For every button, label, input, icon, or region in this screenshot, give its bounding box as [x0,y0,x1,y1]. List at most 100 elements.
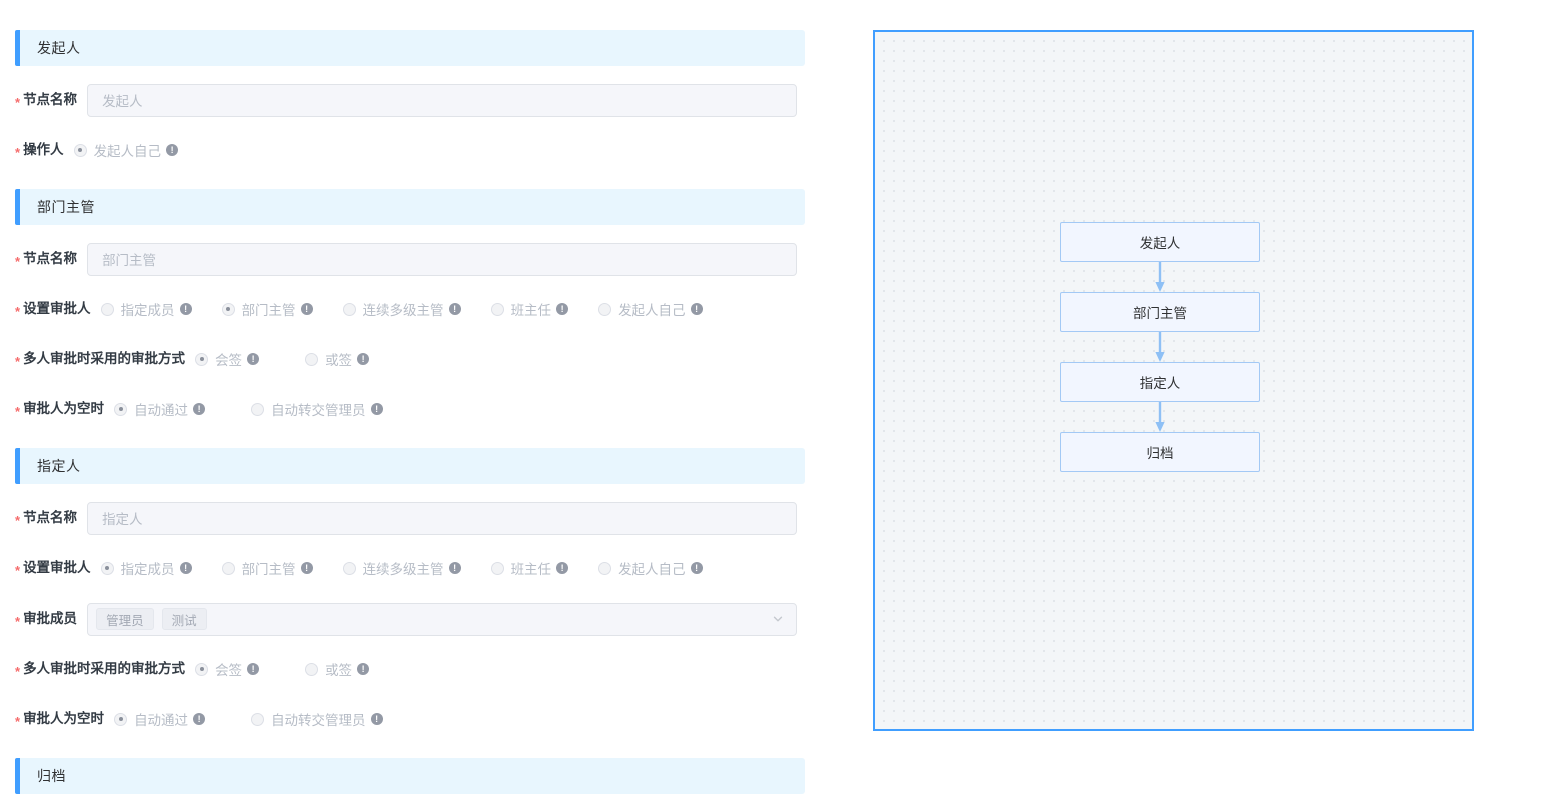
radio-dot[interactable] [598,302,612,316]
radio-dot[interactable] [342,561,356,575]
radio-dot[interactable] [100,302,114,316]
radio-option[interactable]: 班主任! [490,558,569,578]
info-icon[interactable]: ! [300,562,313,574]
radio-option[interactable]: 会签! [195,659,260,679]
radio-dot[interactable] [195,662,209,676]
radio-dot[interactable] [195,352,209,366]
field-label-text: 多人审批时采用的审批方式 [23,661,186,677]
radio-dot[interactable] [598,561,612,575]
flow-node-发起人[interactable]: 发起人 [1060,222,1260,262]
radio-option[interactable]: 发起人自己! [598,299,703,319]
section-accent-bar [15,30,20,66]
section-accent-bar [15,448,20,484]
text-input-发起人[interactable]: 发起人 [87,83,798,117]
radio-option[interactable]: 自动转交管理员! [251,709,383,729]
flow-node-label: 发起人 [1139,236,1181,251]
radio-option-label: 自动转交管理员 [271,713,366,728]
text-input-部门主管[interactable]: 部门主管 [87,242,798,276]
section-title: 部门主管 [37,199,95,215]
workflow-canvas[interactable]: 发起人部门主管指定人归档 [873,30,1474,731]
field-label: *审批人为空时 [15,402,104,419]
radio-dot[interactable] [114,402,128,416]
radio-option-label: 发起人自己 [618,303,686,318]
radio-group: 指定成员! 部门主管! 连续多级主管! 班主任! 发起人自己! [100,299,703,319]
section-title: 发起人 [37,40,81,56]
radio-option[interactable]: 会签! [195,349,260,369]
info-icon[interactable]: ! [370,403,383,415]
info-icon[interactable]: ! [193,713,206,725]
info-icon[interactable]: ! [690,562,703,574]
info-icon[interactable]: ! [357,663,370,675]
field-label-text: 节点名称 [23,510,78,526]
radio-dot[interactable] [251,402,265,416]
field-label-text: 节点名称 [23,251,78,267]
radio-option[interactable]: 部门主管! [221,558,313,578]
radio-option-label: 或签 [325,663,353,678]
info-icon[interactable]: ! [179,303,192,315]
radio-option[interactable]: 发起人自己! [598,558,703,578]
info-icon[interactable]: ! [247,663,260,675]
radio-option[interactable]: 连续多级主管! [342,299,461,319]
field-label: *节点名称 [15,251,78,269]
radio-option[interactable]: 或签! [305,659,370,679]
radio-group: 发起人自己! [73,140,179,160]
radio-option[interactable]: 指定成员! [100,558,192,578]
section-header-department-manager: 部门主管 [15,189,805,225]
required-marker: * [15,562,21,578]
radio-dot[interactable] [251,712,265,726]
info-icon[interactable]: ! [193,403,206,415]
info-icon[interactable]: ! [690,303,703,315]
radio-option[interactable]: 部门主管! [221,299,313,319]
flow-node-指定人[interactable]: 指定人 [1060,362,1260,402]
info-icon[interactable]: ! [448,562,461,574]
form-row-审批人为空时: *审批人为空时自动通过! 自动转交管理员! [0,392,830,426]
radio-option[interactable]: 连续多级主管! [342,558,461,578]
radio-group: 会签!或签! [195,349,415,369]
radio-group: 自动通过! 自动转交管理员! [114,709,429,729]
radio-option[interactable]: 或签! [305,349,370,369]
radio-dot[interactable] [100,561,114,575]
radio-option[interactable]: 指定成员! [100,299,192,319]
radio-option[interactable]: 发起人自己! [73,140,179,160]
radio-option-label: 会签 [215,353,243,368]
flow-node-部门主管[interactable]: 部门主管 [1060,292,1260,332]
info-icon[interactable]: ! [247,353,260,365]
member-select[interactable]: 管理员测试 [87,602,798,636]
radio-option-label: 发起人自己 [93,144,162,159]
flow-node-归档[interactable]: 归档 [1060,432,1260,472]
info-icon[interactable]: ! [556,303,569,315]
section-header-initiator: 发起人 [15,30,805,66]
info-icon[interactable]: ! [166,144,179,156]
radio-dot[interactable] [221,561,235,575]
info-icon[interactable]: ! [357,353,370,365]
info-icon[interactable]: ! [370,713,383,725]
info-icon[interactable]: ! [300,303,313,315]
info-icon[interactable]: ! [179,562,192,574]
info-icon[interactable]: ! [556,562,569,574]
required-marker: * [15,303,21,319]
radio-dot[interactable] [342,302,356,316]
section-accent-bar [15,189,20,225]
radio-dot[interactable] [114,712,128,726]
radio-option[interactable]: 自动转交管理员! [251,399,383,419]
required-marker: * [15,253,21,269]
radio-dot[interactable] [221,302,235,316]
radio-option[interactable]: 班主任! [490,299,569,319]
radio-option-label: 或签 [325,353,353,368]
chevron-down-icon[interactable] [772,613,784,625]
radio-dot[interactable] [73,143,87,157]
radio-option[interactable]: 自动通过! [114,709,206,729]
required-marker: * [15,403,21,419]
radio-option-label: 自动转交管理员 [271,403,366,418]
radio-option[interactable]: 自动通过! [114,399,206,419]
flow-arrow [1154,262,1166,292]
radio-dot[interactable] [490,561,504,575]
text-input-指定人[interactable]: 指定人 [87,501,798,535]
field-label: *审批人为空时 [15,712,104,727]
radio-dot[interactable] [305,662,319,676]
info-icon[interactable]: ! [448,303,461,315]
radio-dot[interactable] [305,352,319,366]
radio-dot[interactable] [490,302,504,316]
field-label-text: 审批成员 [23,611,78,627]
required-marker: * [15,94,21,110]
